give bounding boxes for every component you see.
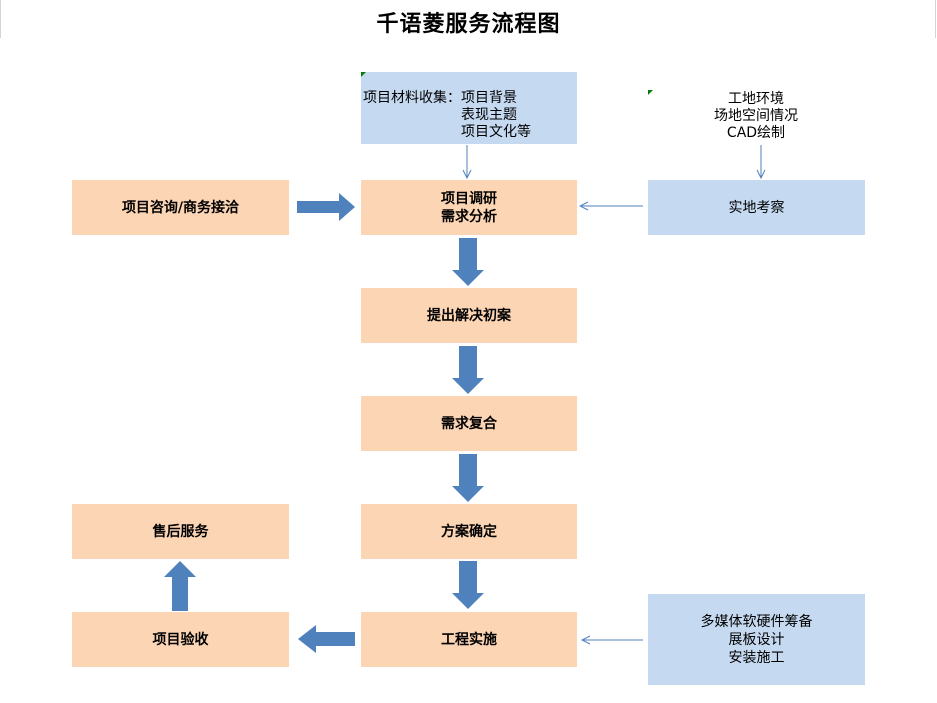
box-review: 需求复合 (361, 396, 577, 451)
box-implement: 工程实施 (361, 612, 577, 667)
box-multimedia-line: 安装施工 (728, 649, 785, 666)
materials-item: 项目文化等 (461, 124, 531, 140)
arrow-down (452, 454, 484, 502)
site-item: 场地空间情况 (714, 108, 798, 124)
box-multimedia: 多媒体软硬件筹备 展板设计 安装施工 (648, 594, 865, 685)
box-multimedia-line: 多媒体软硬件筹备 (700, 613, 813, 630)
box-confirm: 方案确定 (361, 504, 577, 559)
arrow-up (164, 561, 196, 611)
arrow-down (452, 346, 484, 394)
box-proposal: 提出解决初案 (361, 288, 577, 343)
box-research-line: 需求分析 (441, 208, 497, 225)
materials-item: 项目背景 (461, 90, 517, 106)
box-acceptance: 项目验收 (72, 612, 289, 667)
materials-item: 表现主题 (461, 107, 517, 123)
site-item: 工地环境 (728, 91, 784, 107)
box-research-line: 项目调研 (441, 190, 497, 207)
arrow-down (452, 238, 484, 286)
sheet-border-left (0, 0, 1, 38)
page-title: 千语菱服务流程图 (376, 12, 561, 37)
box-site-survey: 实地考察 (648, 180, 865, 235)
box-aftersales: 售后服务 (72, 504, 289, 559)
box-consult: 项目咨询/商务接洽 (72, 180, 289, 235)
note-marker-icon (361, 72, 366, 77)
materials-label: 项目材料收集： (363, 90, 461, 106)
site-note: 工地环境 场地空间情况 CAD绘制 (648, 91, 864, 142)
arrow-left (298, 625, 355, 653)
materials-note: 项目材料收集： 项目背景 表现主题 项目文化等 (361, 72, 577, 144)
sheet-border-right (935, 0, 936, 38)
note-marker-icon (648, 90, 653, 95)
arrow-right (297, 193, 355, 221)
box-research: 项目调研 需求分析 (361, 180, 577, 235)
box-multimedia-line: 展板设计 (728, 631, 785, 648)
arrow-down (452, 561, 484, 609)
site-item: CAD绘制 (726, 125, 786, 141)
